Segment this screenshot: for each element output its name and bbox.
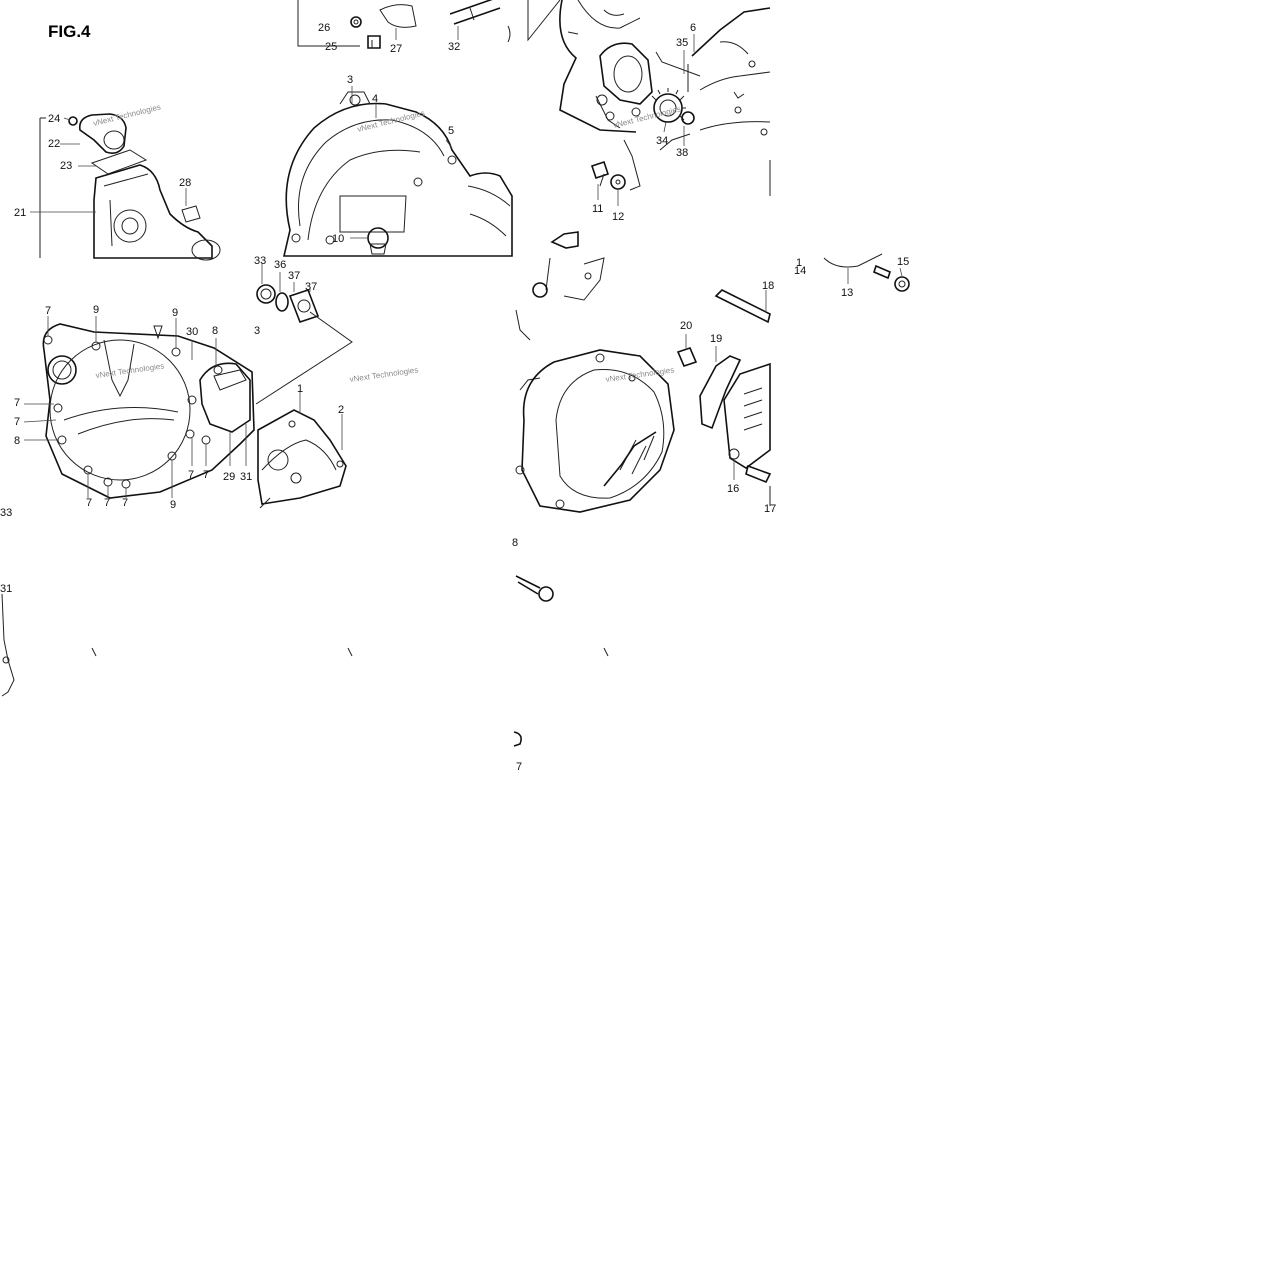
callout-20: 20 (680, 320, 692, 332)
watermark: vNext Technologies (95, 361, 165, 380)
callout-5: 5 (448, 125, 454, 137)
watermark: vNext Technologies (356, 108, 425, 133)
callout-33: 33 (254, 255, 266, 267)
water-pump-housing-group (30, 113, 221, 261)
clutch-cover-group (282, 0, 513, 257)
callout-9: 9 (172, 307, 178, 319)
callout-14: 14 (794, 265, 806, 277)
figure-title: FIG.4 (48, 22, 91, 41)
callout-27: 27 (390, 43, 402, 55)
callout-7: 7 (14, 416, 20, 428)
seal-gasket-group (255, 264, 353, 509)
watermark: vNext Technologies (349, 365, 419, 384)
callout-30: 30 (186, 326, 198, 338)
callout-17: 17 (764, 503, 776, 515)
callout-37: 37 (288, 270, 300, 282)
crankcase-group (527, 0, 771, 206)
callout-29: 29 (223, 471, 235, 483)
callout-23: 23 (60, 160, 72, 172)
callout-8: 8 (512, 537, 518, 549)
callout-38: 38 (676, 147, 688, 159)
callout-7: 7 (104, 497, 110, 509)
callout-7: 7 (203, 469, 209, 481)
callout-11: 11 (592, 203, 603, 215)
callout-9: 9 (93, 304, 99, 316)
callout-25: 25 (325, 41, 337, 53)
callout-8: 8 (14, 435, 20, 447)
callout-6: 6 (690, 22, 696, 34)
callout-7: 7 (86, 497, 92, 509)
callout-7: 7 (45, 305, 51, 317)
callout-21: 21 (14, 207, 26, 219)
watermark: vNext Technologies (612, 104, 681, 129)
callout-1: 1 (796, 257, 802, 269)
callout-31: 31 (240, 471, 252, 483)
kick-bolt-group (823, 253, 910, 292)
callout-18: 18 (762, 280, 774, 292)
callout-36: 36 (274, 259, 286, 271)
callout-16: 16 (727, 483, 739, 495)
callout-22: 22 (48, 138, 60, 150)
callout-3: 3 (347, 74, 353, 86)
callout-8: 8 (212, 325, 218, 337)
callout-31: 31 (0, 583, 12, 595)
callout-2: 2 (338, 404, 344, 416)
callout-28: 28 (179, 177, 191, 189)
callout-13: 13 (841, 287, 853, 299)
callout-33: 33 (0, 507, 12, 519)
callout-19: 19 (710, 333, 722, 345)
callout-37: 37 (305, 281, 317, 293)
callout-15: 15 (897, 256, 909, 268)
lower-fragments-group (1, 575, 609, 747)
callout-9: 9 (170, 499, 176, 511)
callout-7: 7 (122, 497, 128, 509)
callout-7: 7 (516, 761, 522, 773)
callout-10: 10 (332, 233, 344, 245)
callout-1: 1 (297, 383, 303, 395)
callout-34: 34 (656, 135, 668, 147)
callout-7: 7 (188, 469, 194, 481)
clutch-cover-outer (23, 316, 255, 499)
callout-4: 4 (372, 93, 378, 105)
callout-12: 12 (612, 211, 624, 223)
callout-3: 3 (254, 325, 260, 337)
callout-26: 26 (318, 22, 330, 34)
magneto-cover-group (515, 231, 772, 513)
callout-24: 24 (48, 113, 60, 125)
callout-7: 7 (14, 397, 20, 409)
callout-32: 32 (448, 41, 460, 53)
callout-35: 35 (676, 37, 688, 49)
